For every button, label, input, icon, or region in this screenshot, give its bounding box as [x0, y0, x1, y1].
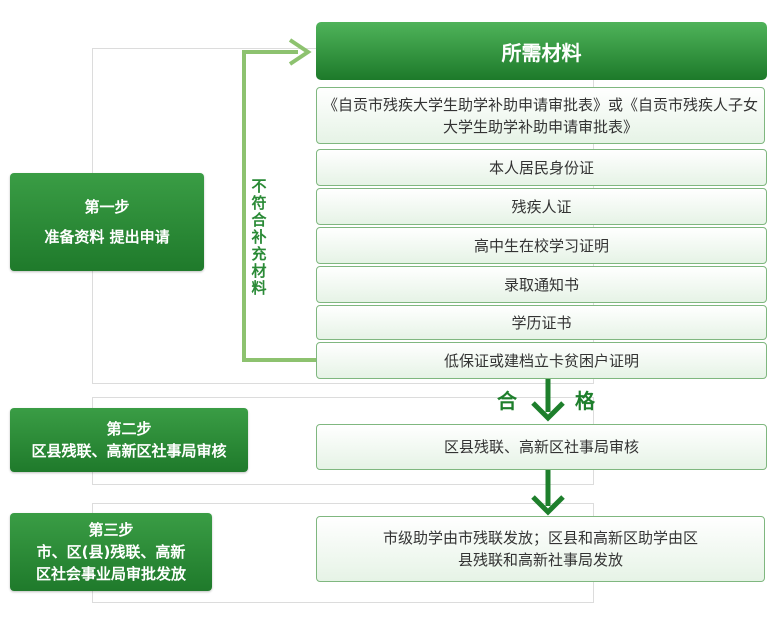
- material-item-diploma: 学历证书: [316, 305, 767, 340]
- step1-desc: 准备资料 提出申请: [44, 228, 170, 246]
- disburse-box: 市级助学由市残联发放；区县和高新区助学由区县残联和高新社事局发放: [316, 516, 765, 582]
- material-item-school-certificate: 高中生在校学习证明: [316, 227, 767, 264]
- pass-arrow-head-2: [531, 495, 565, 516]
- supplement-loop-line: [242, 50, 316, 362]
- step3-box: 第三步 市、区(县)残联、高新 区社会事业局审批发放: [10, 513, 212, 591]
- pass-label-left: 合: [497, 389, 517, 413]
- material-item-disability-card: 残疾人证: [316, 188, 767, 225]
- material-item-poverty-certificate: 低保证或建档立卡贫困户证明: [316, 342, 767, 379]
- step2-desc: 区县残联、高新区社事局审核: [31, 442, 227, 460]
- step3-desc-line2: 区社会事业局审批发放: [35, 565, 186, 583]
- step3-title: 第三步: [88, 521, 134, 539]
- pass-arrow-head-1: [531, 401, 565, 422]
- step3-desc: 市、区(县)残联、高新: [36, 543, 186, 561]
- material-item-id-card: 本人居民身份证: [316, 149, 767, 186]
- material-item-application-form: 《自贡市残疾大学生助学补助申请审批表》或《自贡市残疾人子女大学生助学补助申请审批…: [316, 87, 765, 144]
- supplement-arrowhead: [288, 38, 312, 66]
- step2-box: 第二步 区县残联、高新区社事局审核: [10, 408, 248, 472]
- material-item-admission-letter: 录取通知书: [316, 266, 767, 303]
- step1-title: 第一步: [84, 198, 130, 216]
- step2-title: 第二步: [106, 420, 152, 438]
- review-box: 区县残联、高新区社事局审核: [316, 424, 767, 470]
- materials-header: 所需材料: [316, 22, 767, 80]
- supplement-label: 不符合补充材料: [251, 177, 267, 297]
- step1-box: 第一步 准备资料 提出申请: [10, 173, 204, 271]
- pass-label-right: 格: [575, 389, 595, 413]
